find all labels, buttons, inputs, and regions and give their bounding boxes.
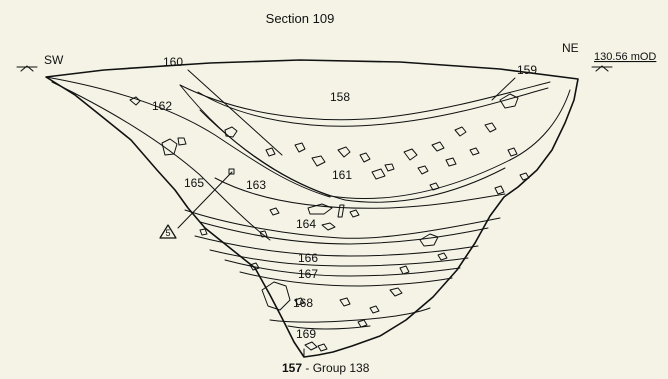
cut-number: 157 — [282, 361, 302, 375]
ground-level-symbol-left — [16, 65, 38, 72]
cut-outline — [45, 59, 579, 358]
context-label-161: 161 — [332, 168, 352, 182]
orientation-ne-label: NE — [562, 41, 579, 55]
context-label-164: 164 — [296, 217, 316, 231]
context-label-167: 167 — [298, 267, 318, 281]
stone-inclusions — [129, 93, 530, 352]
context-label-169: 169 — [296, 327, 316, 341]
sample-marker: 5 — [159, 224, 177, 239]
layer-boundaries — [45, 69, 571, 330]
sample-point — [228, 168, 235, 175]
context-label-163: 163 — [246, 178, 266, 192]
context-label-158: 158 — [330, 90, 350, 104]
orientation-sw-label: SW — [44, 53, 64, 67]
section-title: Section 109 — [266, 11, 335, 26]
context-label-160: 160 — [163, 55, 183, 69]
context-label-168: 168 — [293, 296, 313, 310]
context-label-165: 165 — [184, 176, 204, 190]
sample-marker-label: 5 — [165, 228, 170, 238]
cut-group: - Group 138 — [302, 361, 370, 375]
cut-caption: 157 - Group 138 — [282, 361, 370, 375]
context-label-166: 166 — [298, 251, 318, 265]
context-label-162: 162 — [152, 99, 172, 113]
ground-level-symbol-right — [591, 65, 613, 72]
datum-label: 130.56 mOD — [594, 51, 656, 63]
context-label-159: 159 — [517, 63, 537, 77]
